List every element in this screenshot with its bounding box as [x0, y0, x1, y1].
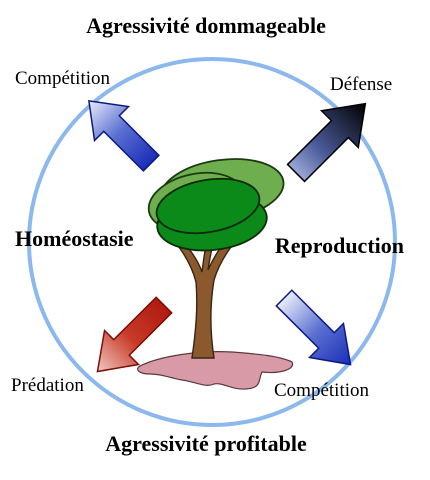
arrow-up-left-icon [88, 100, 160, 172]
label-reproduction: Reproduction [275, 233, 404, 258]
label-homeostasie: Homéostasie [15, 226, 134, 251]
arrow-down-right-icon [275, 289, 352, 366]
foliage-middle [155, 177, 261, 235]
label-predation: Prédation [11, 375, 84, 396]
title-top: Agressivité dommageable [86, 13, 326, 38]
arrow-up-right-icon [286, 102, 367, 183]
tree-shadow [137, 351, 294, 390]
outer-circle [27, 57, 397, 427]
label-competition-top: Compétition [15, 68, 111, 89]
arrow-down-left-icon [96, 296, 173, 373]
tree-icon [137, 158, 294, 390]
label-defense: Défense [330, 74, 392, 95]
title-bottom: Agressivité profitable [105, 431, 307, 456]
label-competition-bottom: Compétition [274, 380, 370, 401]
